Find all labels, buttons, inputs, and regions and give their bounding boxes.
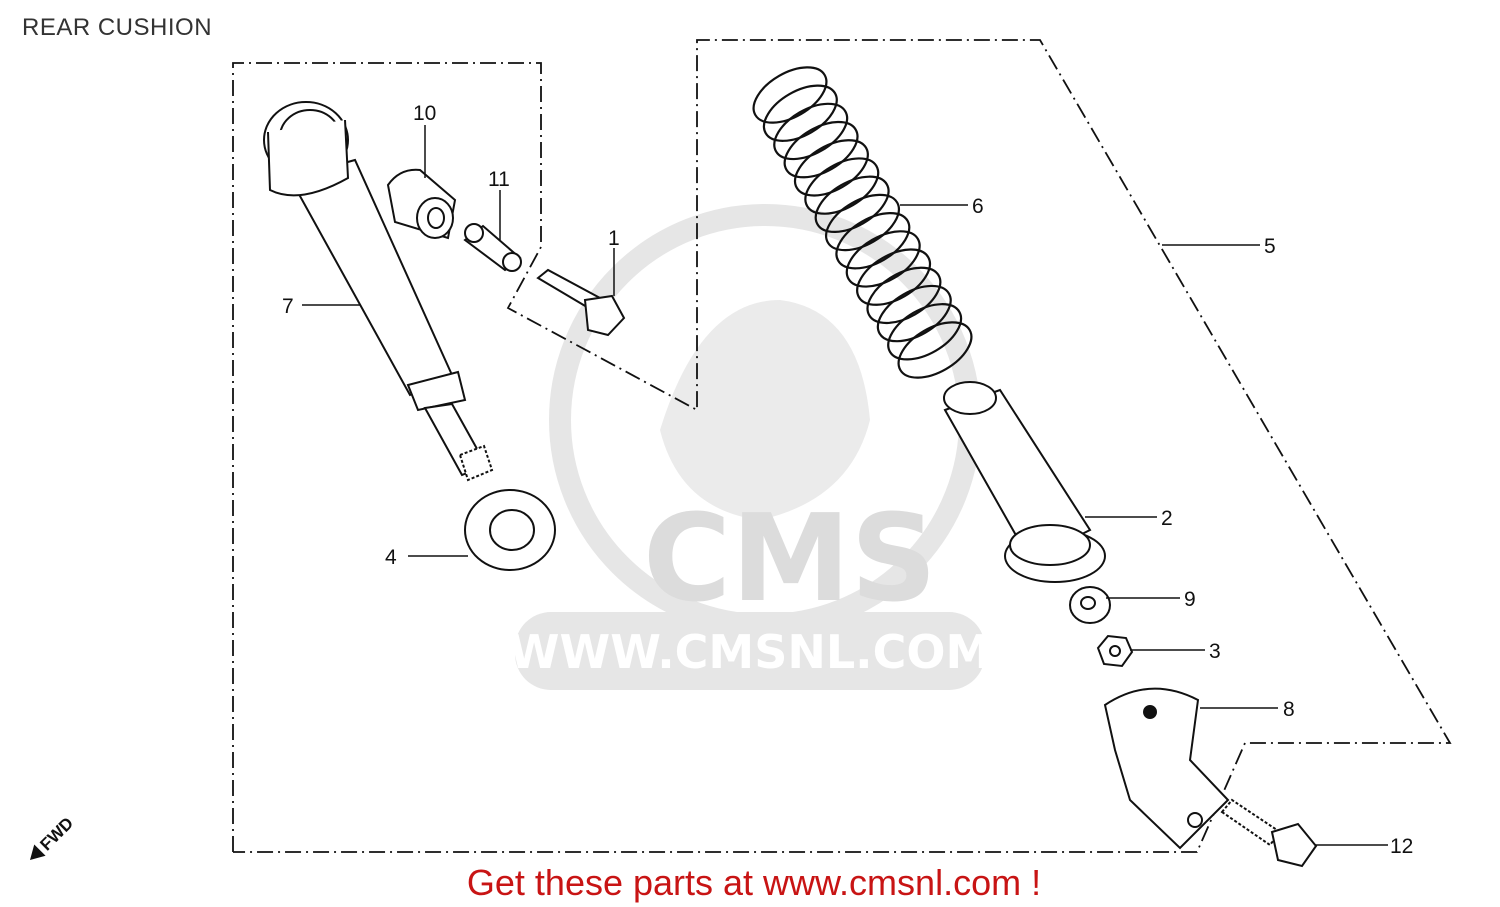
- leader-lines: [302, 125, 1388, 846]
- watermark: CMS WWW.CMSNL.COM: [509, 204, 992, 690]
- fwd-arrow-icon: [30, 844, 46, 860]
- callout-9: 9: [1184, 588, 1196, 611]
- part-6-spring: [752, 66, 973, 379]
- part-2-tube: [943, 381, 1106, 583]
- watermark-brand: CMS: [643, 490, 937, 629]
- spring-coil: [845, 230, 921, 288]
- spring-coil: [856, 248, 932, 306]
- part-9-rubber: [1069, 586, 1111, 624]
- spring-coil: [887, 303, 963, 361]
- callout-11: 11: [488, 168, 510, 191]
- diagram-title: REAR CUSHION: [22, 14, 213, 41]
- fwd-label: FWD: [36, 814, 77, 855]
- spring-coil: [773, 102, 849, 161]
- callout-8: 8: [1283, 698, 1295, 721]
- part-3-nut: [1096, 634, 1134, 668]
- spring-coil: [762, 84, 838, 142]
- callout-7: 7: [282, 295, 294, 318]
- spring-coil: [876, 284, 952, 343]
- spring-coil: [752, 66, 828, 124]
- part-7-damper-upper: [263, 101, 494, 482]
- callout-2: 2: [1161, 507, 1173, 530]
- part-10-bushing: [386, 168, 457, 240]
- spring-coil: [814, 175, 890, 234]
- left-frame: [232, 39, 1452, 853]
- spring-coil: [783, 120, 859, 179]
- callout-12: 12: [1390, 835, 1413, 858]
- spring-coil: [835, 211, 911, 270]
- watermark-url: WWW.CMSNL.COM: [509, 625, 992, 679]
- callout-5: 5: [1264, 235, 1276, 258]
- spring-coil: [804, 157, 880, 215]
- spring-coil: [866, 266, 942, 325]
- part-12-bolt: [1220, 798, 1318, 868]
- part-4-washer: [464, 489, 556, 571]
- callout-1: 1: [608, 227, 620, 250]
- callout-4: 4: [385, 546, 397, 569]
- spring-coil: [793, 139, 869, 197]
- callout-6: 6: [972, 195, 984, 218]
- spring-coil: [897, 321, 973, 379]
- footer-link-text[interactable]: Get these parts at www.cmsnl.com !: [466, 862, 1042, 903]
- fwd-marker: FWD: [30, 814, 77, 860]
- callout-10: 10: [413, 102, 436, 125]
- spring-coil: [825, 193, 900, 252]
- part-11-collar: [463, 223, 522, 272]
- callout-labels: 7 10 11 1 6 5 2 9 3 8 4 12: [282, 102, 1413, 858]
- part-8-lower-mount: [1103, 687, 1230, 850]
- callout-3: 3: [1209, 640, 1221, 663]
- part-1-bolt: [536, 268, 626, 337]
